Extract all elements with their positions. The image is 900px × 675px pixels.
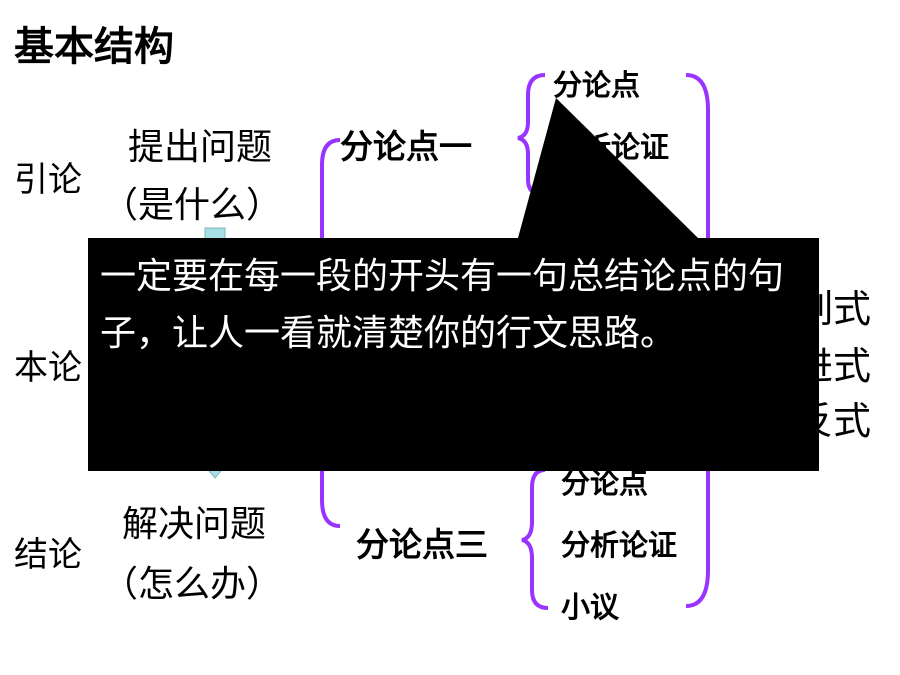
callout-pointer [518, 98, 698, 238]
raise-problem-sub: （是什么） [102, 185, 283, 226]
point-three-sub-brief: 小议 [561, 590, 620, 624]
point-three-sub-analysis: 分析论证 [561, 528, 678, 562]
section-intro: 引论 [14, 160, 82, 200]
point-three-sub-claim: 分论点 [561, 466, 649, 500]
main-bracket-top [320, 138, 341, 240]
page-title: 基本结构 [14, 24, 174, 70]
point-one-sub-claim: 分论点 [553, 68, 641, 102]
callout-box [88, 238, 819, 471]
solve-problem-sub: （怎么办） [102, 564, 283, 605]
brace-three [521, 468, 549, 610]
solve-problem: 解决问题 [122, 504, 267, 545]
right-bracket-top [685, 73, 710, 240]
right-bracket-bottom [685, 470, 710, 608]
point-three: 分论点三 [356, 525, 488, 564]
section-conclusion: 结论 [14, 535, 82, 575]
raise-problem: 提出问题 [128, 127, 273, 168]
main-bracket-bottom [320, 470, 341, 528]
point-one: 分论点一 [340, 127, 472, 166]
brace-one [517, 73, 546, 197]
section-body: 本论 [14, 348, 82, 388]
callout-text: 一定要在每一段的开头有一句总结论点的句子，让人一看就清楚你的行文思路。 [100, 256, 785, 354]
